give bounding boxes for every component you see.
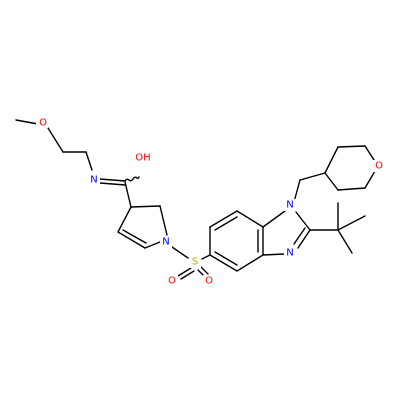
bond-c5-n1 [144,241,161,249]
bond-methyl-o [15,119,39,125]
bond-s-o1-b [180,270,195,280]
hydroxy-oxygen-label: OH [135,153,150,164]
bond-s-c5 [201,254,211,260]
bond-o-ch2 [47,127,64,153]
bond-ox-1 [324,172,339,191]
bond-c2-c3 [130,205,161,208]
bond-n1-c2 [159,205,168,236]
bond-tbu-me3 [337,229,353,254]
bonds [15,119,379,280]
bond-n1-ch2 [293,179,301,203]
bond-c-c3 [124,181,132,208]
bond-s-o1-a [177,267,192,277]
bond-ox-6 [324,146,339,174]
bond-c2-n3-a [297,229,311,249]
bond-benz-5 [236,254,264,272]
bond-benz-3 [236,210,264,228]
sulfonyl-oxygen-2-label: O [205,276,213,287]
bond-c4-c5-b [122,229,147,244]
bond-n1-s [171,246,189,259]
bond-benz-6-inner [214,251,238,266]
atom-labels: O OH N N S O O N N O [36,116,385,287]
bond-n1-c2 [295,211,311,231]
pyrroline-nitrogen-label: N [162,237,169,248]
bond-tbu-me2 [337,215,366,231]
sulfonyl-oxygen-1-label: O [168,276,176,287]
bond-benz-2 [209,210,238,228]
bond-ox-2 [337,187,366,191]
bond-s-o2-b [200,266,209,275]
bond-c3-c4 [117,206,132,233]
bond-benz-6 [209,254,238,272]
bond-n-c-imidic-a [99,178,126,182]
bond-benz-2-inner [214,216,238,231]
bond-n-c-imidic-b [99,182,126,186]
bond-c-oh-wavy [124,176,140,182]
bond-c7a-n1 [262,210,286,228]
bond-ch2-n [85,151,93,171]
oxane-oxygen-label: O [375,161,383,172]
bond-c2-n3-b [293,227,306,245]
sulfonyl-sulfur-label: S [192,257,198,268]
bond-ch2-oxane [299,172,326,181]
bond-ox-5 [337,145,366,148]
imine-nitrogen-label: N [90,175,97,186]
benzimidazole-n3-label: N [286,248,293,259]
methoxy-oxygen-label: O [39,118,47,129]
benzimidazole-n1-label: N [286,200,293,211]
bond-c4-c5-a [117,231,146,249]
bond-n3-c3a [262,253,286,256]
